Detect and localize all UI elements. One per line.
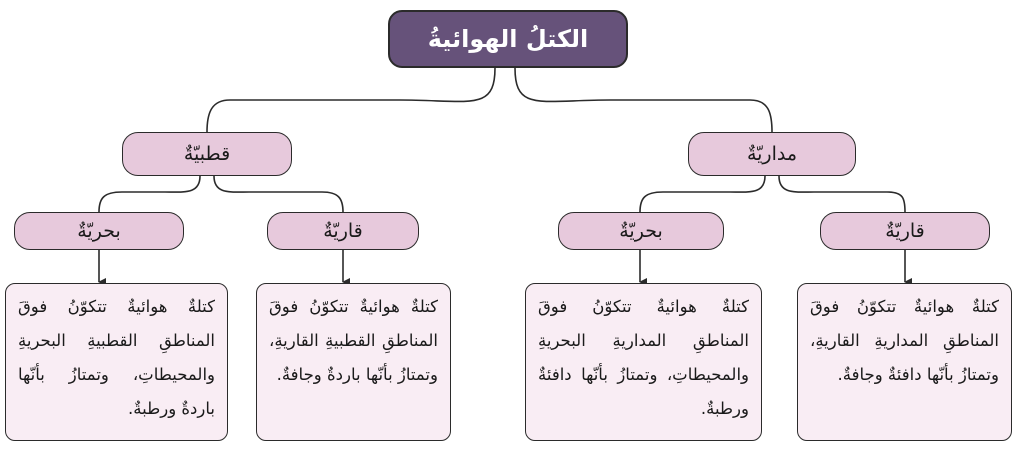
- connector-root-polar: [206, 67, 496, 133]
- description-polar-maritime: كتلةٌ هوائيةٌ تتكوّنُ فوقَ المناطقِ القط…: [5, 283, 228, 441]
- category-polar: قطبيّةٌ: [122, 132, 292, 176]
- category-tropical: مداريّةٌ: [688, 132, 856, 176]
- connector-tropical-maritime: [639, 175, 766, 213]
- connector-polar-continental: [213, 175, 344, 213]
- subcategory-tropical-continental: قاريّةٌ: [820, 212, 990, 250]
- subcategory-tropical-maritime: بحريّةٌ: [558, 212, 724, 250]
- description-tropical-maritime: كتلةٌ هوائيةٌ تتكوّنُ فوقَ المناطقِ المد…: [525, 283, 762, 441]
- subcategory-polar-maritime: بحريّةٌ: [14, 212, 184, 250]
- diagram-title: الكتلُ الهوائيةُ: [388, 10, 628, 68]
- connector-tropical-continental: [778, 175, 906, 213]
- description-tropical-continental: كتلةٌ هوائيةٌ تتكوّنُ فوقَ المناطقِ المد…: [797, 283, 1012, 441]
- description-polar-continental: كتلةٌ هوائيةٌ تتكوّنُ فوقَ المناطقِ القط…: [256, 283, 451, 441]
- connector-root-tropical: [514, 67, 773, 133]
- connector-polar-maritime: [98, 175, 201, 213]
- subcategory-polar-continental: قاريّةٌ: [267, 212, 419, 250]
